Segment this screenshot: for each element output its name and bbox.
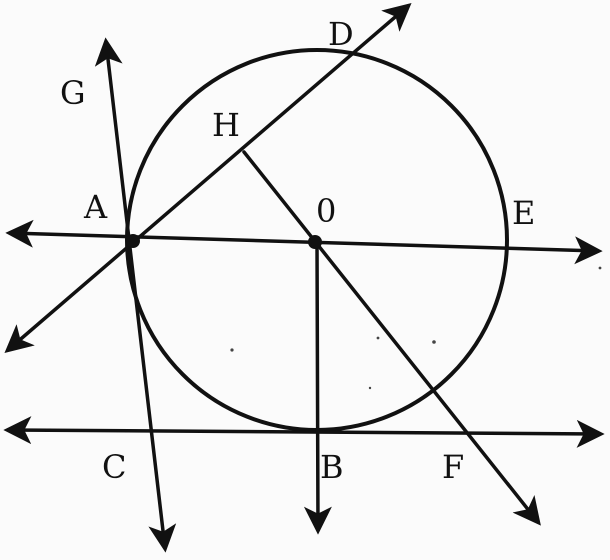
label-e: E — [512, 194, 535, 232]
label-d: D — [328, 15, 354, 53]
label-a: A — [83, 188, 108, 226]
scan-speck — [432, 340, 436, 344]
label-c: C — [102, 448, 126, 486]
line-c-b-tangent — [3, 416, 605, 448]
point-o — [308, 235, 322, 249]
line-a-e — [5, 219, 603, 265]
label-h: H — [212, 106, 240, 144]
label-f: F — [442, 448, 464, 486]
label-g: G — [60, 74, 86, 112]
scan-speck — [368, 386, 372, 390]
scan-speck — [376, 336, 380, 340]
line-h-f — [242, 150, 541, 526]
label-b: B — [320, 448, 344, 486]
line-o-b — [303, 241, 332, 535]
line-a-d — [4, 2, 412, 354]
scan-speck — [230, 348, 234, 352]
scan-speck — [598, 266, 602, 270]
label-o: 0 — [316, 192, 336, 230]
point-a — [126, 234, 140, 248]
